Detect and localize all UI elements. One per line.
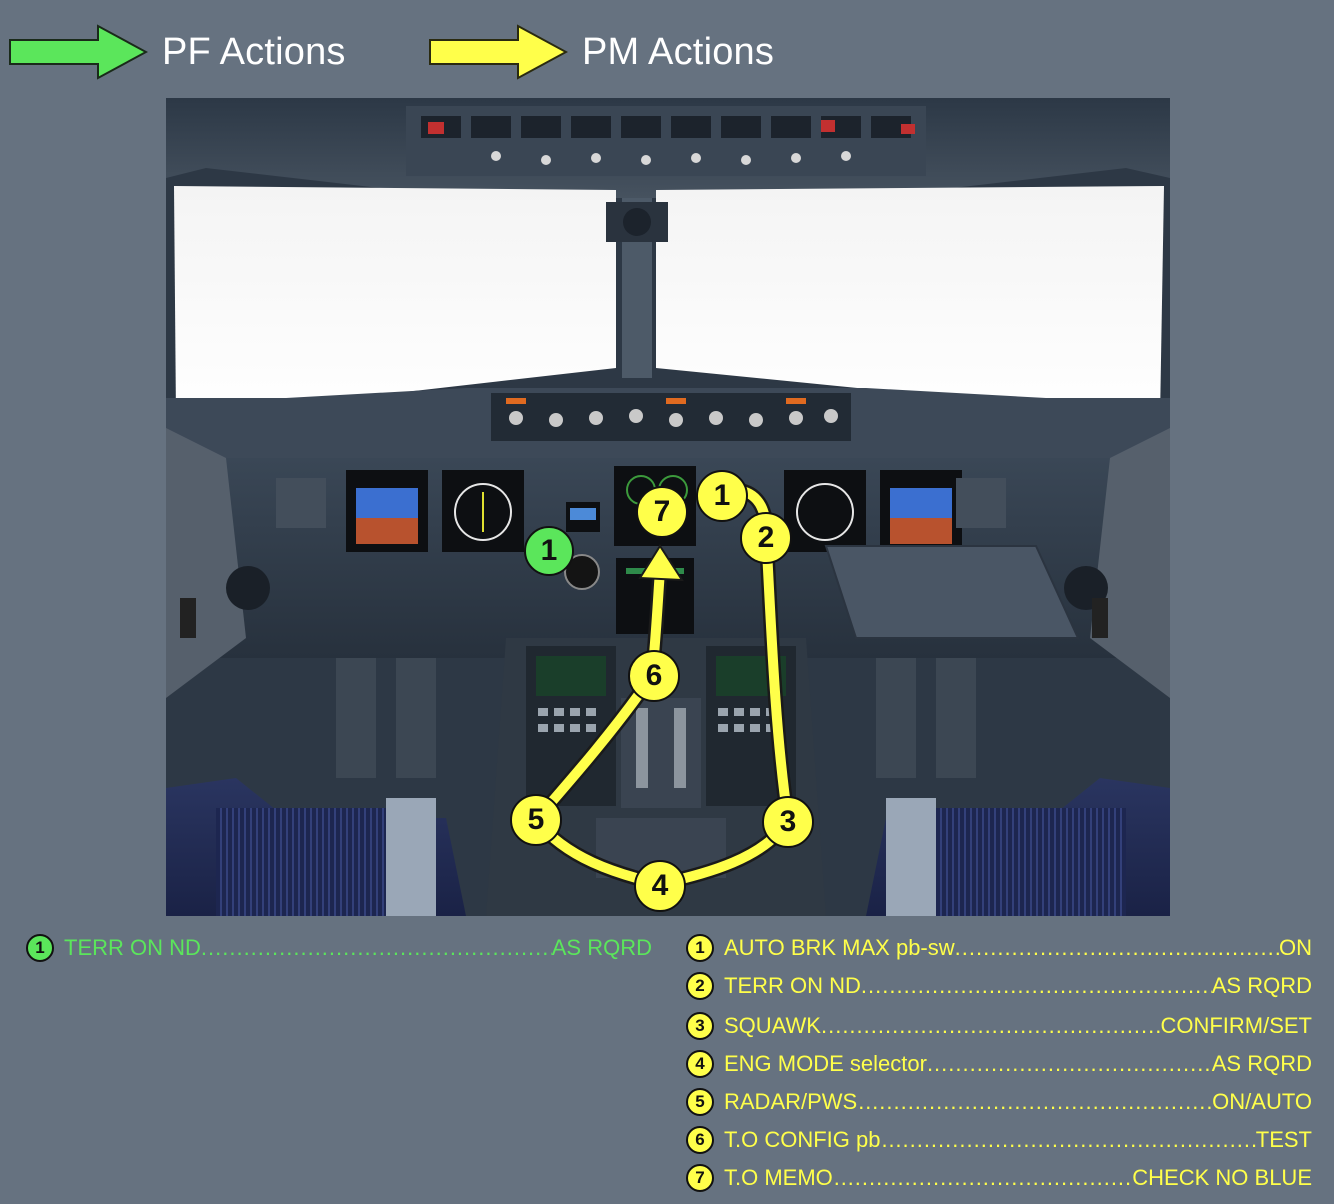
pm-step-item: RADAR/PWS… bbox=[724, 1089, 879, 1115]
pm-step-item: AUTO BRK MAX pb-sw bbox=[724, 935, 955, 961]
pm-step-5: 5 RADAR/PWS… ON/AUTO bbox=[686, 1088, 1312, 1116]
pf-step-item: TERR ON ND bbox=[64, 935, 201, 961]
yellow-arrow-icon bbox=[428, 24, 568, 80]
leader-dots bbox=[902, 1127, 1255, 1153]
pm-step-value: CHECK NO BLUE bbox=[1132, 1165, 1312, 1191]
photo-marker-pm-2: 2 bbox=[740, 512, 792, 564]
pm-step-1: 1 AUTO BRK MAX pb-sw ON bbox=[686, 934, 1312, 962]
legend-pf: PF Actions bbox=[8, 22, 346, 82]
pm-step-number: 7 bbox=[686, 1164, 714, 1192]
pf-step-number: 1 bbox=[26, 934, 54, 962]
leader-dots bbox=[855, 1165, 1133, 1191]
photo-marker-pf-1: 1 bbox=[524, 526, 574, 576]
legend-pm-label: PM Actions bbox=[582, 31, 774, 74]
pf-step-value: AS RQRD bbox=[552, 935, 652, 961]
pm-step-value: TEST bbox=[1256, 1127, 1312, 1153]
pm-step-item: T.O MEMO… bbox=[724, 1165, 855, 1191]
pm-step-item: T.O CONFIG pb… bbox=[724, 1127, 902, 1153]
leader-dots bbox=[821, 1013, 1160, 1039]
leader-dots bbox=[879, 1089, 1212, 1115]
legend-pm: PM Actions bbox=[428, 22, 774, 82]
pm-step-number: 4 bbox=[686, 1050, 714, 1078]
pm-step-item: SQUAWK bbox=[724, 1013, 821, 1039]
pm-step-number: 1 bbox=[686, 934, 714, 962]
pm-step-7: 7 T.O MEMO… CHECK NO BLUE bbox=[686, 1164, 1312, 1192]
pm-step-number: 2 bbox=[686, 972, 714, 1000]
leader-dots bbox=[927, 1051, 1212, 1077]
pm-step-value: ON bbox=[1279, 935, 1312, 961]
photo-marker-pm-6: 6 bbox=[628, 650, 680, 702]
photo-marker-pm-3: 3 bbox=[762, 796, 814, 848]
photo-marker-pm-4: 4 bbox=[634, 860, 686, 912]
pm-step-2: 2 TERR ON ND AS RQRD bbox=[686, 972, 1312, 1000]
pm-step-4: 4 ENG MODE selector AS RQRD bbox=[686, 1050, 1312, 1078]
pm-step-value: ON/AUTO bbox=[1212, 1089, 1312, 1115]
green-arrow-icon bbox=[8, 24, 148, 80]
pm-step-6: 6 T.O CONFIG pb… TEST bbox=[686, 1126, 1312, 1154]
leader-dots bbox=[955, 935, 1279, 961]
pm-step-3: 3 SQUAWK CONFIRM/SET bbox=[686, 1012, 1312, 1040]
photo-marker-pm-5: 5 bbox=[510, 794, 562, 846]
leader-dots bbox=[201, 935, 552, 961]
pm-step-number: 6 bbox=[686, 1126, 714, 1154]
legend-pf-label: PF Actions bbox=[162, 31, 346, 74]
cockpit-photo: 1 1 2 3 4 5 6 7 bbox=[166, 98, 1170, 916]
pf-step-1: 1 TERR ON ND AS RQRD bbox=[26, 934, 652, 962]
pm-step-item: ENG MODE selector bbox=[724, 1051, 927, 1077]
leader-dots bbox=[861, 973, 1212, 999]
pm-step-value: AS RQRD bbox=[1212, 1051, 1312, 1077]
photo-marker-pm-1: 1 bbox=[696, 470, 748, 522]
pm-step-item: TERR ON ND bbox=[724, 973, 861, 999]
pm-step-number: 5 bbox=[686, 1088, 714, 1116]
pm-step-value: AS RQRD bbox=[1212, 973, 1312, 999]
pm-step-value: CONFIRM/SET bbox=[1160, 1013, 1312, 1039]
photo-marker-pm-7: 7 bbox=[636, 486, 688, 538]
pm-step-number: 3 bbox=[686, 1012, 714, 1040]
